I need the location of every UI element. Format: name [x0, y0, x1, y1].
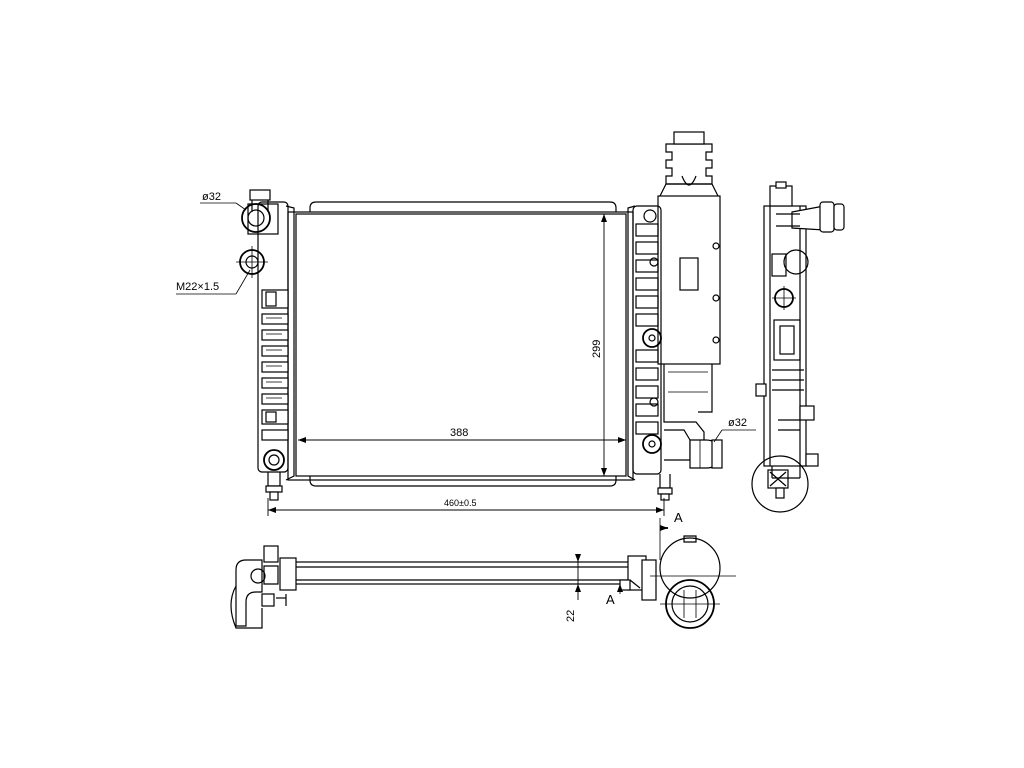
- core-height-label: 299: [591, 340, 603, 358]
- right-tank: [627, 205, 673, 501]
- outlet-diameter-label: ø32: [728, 417, 747, 429]
- dimension-core-width: 388: [298, 427, 626, 443]
- overall-width-label: 460±0.5: [444, 498, 476, 508]
- front-view: 388 299 460±0.5 ø32 M22×1.5: [176, 131, 756, 516]
- section-mark-top: A: [674, 510, 683, 525]
- section-cut-line: A A: [606, 510, 683, 607]
- inlet-pipe: [241, 189, 279, 235]
- callout-outlet: ø32: [713, 417, 756, 443]
- dimension-overall-width: 460±0.5: [267, 498, 665, 516]
- dimension-core-height: 299: [591, 214, 607, 476]
- drain-plug: [236, 246, 268, 278]
- core-width-label: 388: [450, 427, 468, 439]
- dimension-core-thickness: 22: [565, 554, 581, 622]
- section-mark-bottom: A: [606, 592, 615, 607]
- callout-drain-thread: M22×1.5: [176, 269, 251, 295]
- left-bottom-fitting: [263, 449, 285, 501]
- drain-thread-label: M22×1.5: [176, 281, 219, 293]
- side-view: [751, 181, 845, 513]
- expansion-tank: [657, 131, 721, 461]
- inlet-diameter-label: ø32: [202, 191, 221, 203]
- outlet-pipe: [689, 439, 723, 469]
- left-tank: [257, 201, 295, 481]
- radiator-core: [287, 201, 634, 487]
- core-thickness-label: 22: [565, 610, 577, 622]
- callout-inlet: ø32: [200, 191, 247, 211]
